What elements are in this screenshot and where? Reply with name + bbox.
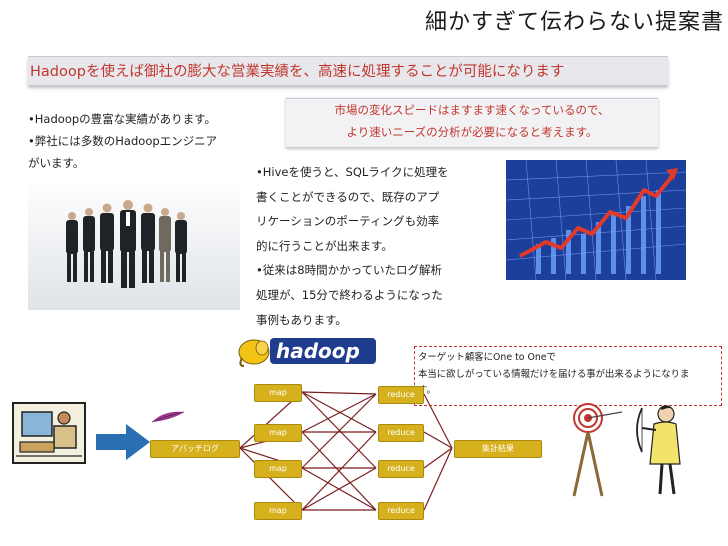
map-node: map bbox=[254, 460, 302, 478]
business-team-image bbox=[28, 178, 240, 310]
reduce-node: reduce bbox=[378, 386, 424, 404]
bullet-line: •Hadoopの豊富な実績があります。 bbox=[28, 112, 216, 126]
flow-arrow-icon bbox=[96, 424, 150, 460]
callout-line: 市場の変化スピードはますます速くなっているので、 bbox=[334, 103, 610, 117]
target-line: す。 bbox=[418, 385, 436, 396]
computer-user-image bbox=[12, 402, 86, 464]
target-line: 本当に欲しがっている情報だけを届ける事が出来るようになりま bbox=[418, 368, 690, 380]
callout-box: 市場の変化スピードはますます速くなっているので、 より速いニーズの分析が必要にな… bbox=[286, 98, 658, 148]
text-line: 書くことができるので、既存のアプ bbox=[256, 189, 440, 204]
bullet-line: •弊社には多数のHadoopエンジニア bbox=[28, 134, 218, 148]
reduce-node: reduce bbox=[378, 424, 424, 442]
text-line: リケーションのポーティングも効率 bbox=[256, 214, 440, 229]
bullet-line: がいます。 bbox=[28, 156, 85, 170]
target-note-box bbox=[414, 346, 722, 406]
reduce-node: reduce bbox=[378, 460, 424, 478]
apache-feather-icon bbox=[151, 411, 185, 423]
headline-text: Hadoopを使えば御社の膨大な営業実績を、高速に処理することが可能になります bbox=[30, 64, 565, 80]
source-node: アパッチログ bbox=[150, 440, 240, 458]
callout-line: より速いニーズの分析が必要になると考えます。 bbox=[346, 125, 598, 139]
logo-text: hadoop bbox=[276, 339, 360, 363]
hadoop-logo: hadoop bbox=[238, 338, 376, 367]
result-node: 集計結果 bbox=[454, 440, 542, 458]
map-node: map bbox=[254, 424, 302, 442]
growth-chart-image bbox=[506, 160, 686, 280]
text-line: 事例もあります。 bbox=[256, 312, 347, 327]
target-note: ターゲット顧客にOne to Oneで 本当に欲しがっている情報だけを届ける事が… bbox=[418, 350, 720, 400]
text-line: •従来は8時間かかっていたログ解析 bbox=[256, 263, 443, 278]
archer-target-image bbox=[572, 403, 681, 497]
text-line: •Hiveを使うと、SQLライクに処理を bbox=[256, 165, 449, 179]
map-node: map bbox=[254, 384, 302, 402]
text-line: 的に行うことが出来ます。 bbox=[256, 238, 393, 253]
reduce-node: reduce bbox=[378, 502, 424, 520]
text-line: 処理が、15分で終わるようになった bbox=[256, 287, 443, 302]
page-title: 細かすぎて伝わらない提案書 bbox=[424, 10, 724, 35]
headline-banner bbox=[28, 56, 668, 86]
target-line: ターゲット顧客にOne to Oneで bbox=[418, 352, 556, 363]
map-node: map bbox=[254, 502, 302, 520]
left-bullets: •Hadoopの豊富な実績があります。 •弊社には多数のHadoopエンジニア … bbox=[28, 108, 248, 174]
middle-bullets: •Hiveを使うと、SQLライクに処理を 書くことができるので、既存のアプ リケ… bbox=[256, 160, 482, 332]
